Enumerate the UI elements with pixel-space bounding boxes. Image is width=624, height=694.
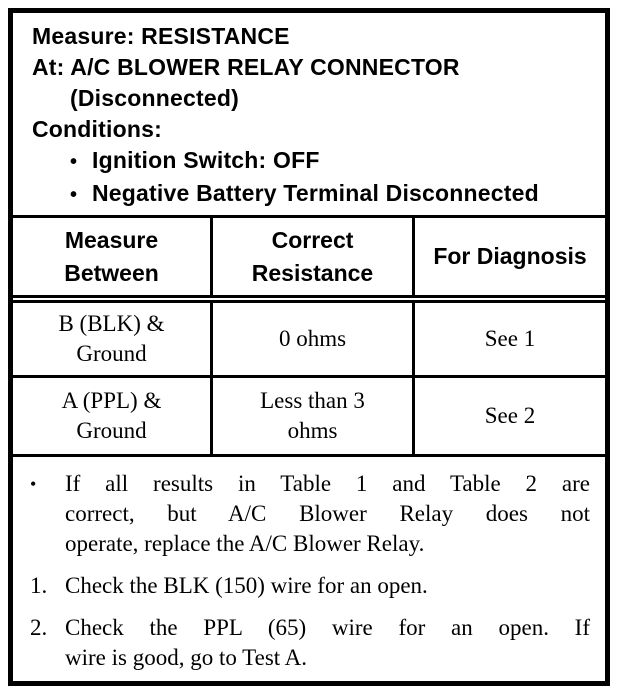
cell-for-diagnosis: See 2 bbox=[412, 378, 605, 454]
note-bullet-item: • If all results in Table 1 and Table 2 … bbox=[30, 469, 590, 559]
note-line: If all results in Table 1 and Table 2 ar… bbox=[65, 471, 590, 496]
bullet-icon: • bbox=[70, 184, 78, 206]
column-header-measure-between: Measure Between bbox=[64, 226, 159, 286]
column-header-correct-resistance: Correct Resistance bbox=[210, 218, 412, 295]
table-row: B (BLK) & Ground 0 ohms See 1 bbox=[13, 303, 605, 378]
note-number: 1. bbox=[30, 573, 48, 598]
diagnostic-card: Measure: RESISTANCE At: A/C BLOWER RELAY… bbox=[8, 8, 610, 686]
conditions-label: Conditions: bbox=[32, 116, 162, 142]
note-text: Check the BLK (150) wire for an open. bbox=[65, 571, 590, 601]
cell-measure-between: B (BLK) & Ground bbox=[58, 311, 165, 366]
cell-correct-resistance: 0 ohms bbox=[210, 303, 412, 375]
condition-item: • Ignition Switch: OFF bbox=[32, 145, 597, 178]
note-line: operate, replace the A/C Blower Relay. bbox=[65, 531, 425, 556]
note-number: 2. bbox=[30, 615, 48, 640]
condition-text: Ignition Switch: OFF bbox=[92, 147, 320, 173]
cell-for-diagnosis: See 1 bbox=[412, 303, 605, 375]
cell-measure-between: A (PPL) & Ground bbox=[61, 388, 162, 443]
note-line: correct, but A/C Blower Relay does not bbox=[65, 501, 590, 526]
at-note-line: (Disconnected) bbox=[70, 85, 239, 111]
note-text: Check the PPL (65) wire for an open. If … bbox=[65, 613, 590, 673]
note-line: Check the BLK (150) wire for an open. bbox=[65, 573, 428, 598]
bullet-icon: • bbox=[70, 151, 78, 173]
measure-line: Measure: RESISTANCE bbox=[32, 23, 290, 49]
bullet-icon: • bbox=[30, 474, 37, 494]
note-text: If all results in Table 1 and Table 2 ar… bbox=[65, 469, 590, 559]
condition-text: Negative Battery Terminal Disconnected bbox=[92, 180, 539, 206]
column-header-for-diagnosis: For Diagnosis bbox=[412, 218, 605, 295]
note-line: Check the PPL (65) wire for an open. If bbox=[65, 615, 590, 640]
note-item-1: 1. Check the BLK (150) wire for an open. bbox=[30, 571, 590, 601]
cell-correct-resistance: Less than 3 ohms bbox=[210, 378, 412, 454]
table-row: A (PPL) & Ground Less than 3 ohms See 2 bbox=[13, 378, 605, 457]
header-section: Measure: RESISTANCE At: A/C BLOWER RELAY… bbox=[13, 13, 605, 218]
table-header-row: Measure Between Correct Resistance For D… bbox=[13, 218, 605, 303]
note-line: wire is good, go to Test A. bbox=[65, 645, 308, 670]
notes-section: • If all results in Table 1 and Table 2 … bbox=[13, 457, 605, 673]
note-item-2: 2. Check the PPL (65) wire for an open. … bbox=[30, 613, 590, 673]
at-line: At: A/C BLOWER RELAY CONNECTOR bbox=[32, 54, 460, 80]
condition-item: • Negative Battery Terminal Disconnected bbox=[32, 178, 597, 211]
